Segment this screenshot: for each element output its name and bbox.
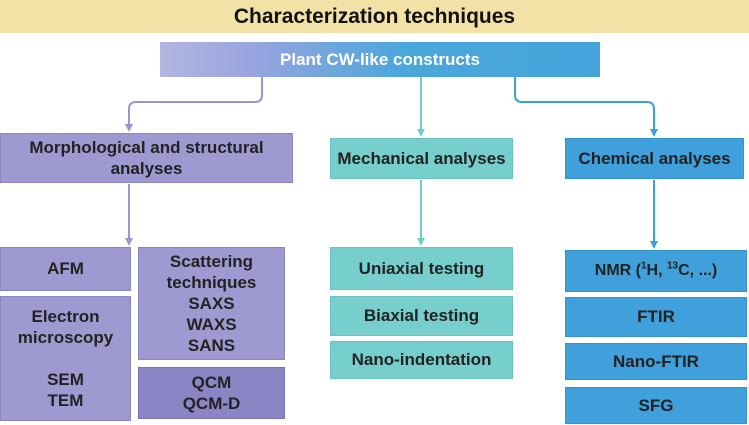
- scattering-sans: SANS: [187, 336, 236, 355]
- scattering-heading-line1: Scattering: [169, 252, 254, 271]
- technique-sfg: SFG: [565, 387, 747, 424]
- nano-indentation-label: Nano-indentation: [351, 350, 492, 369]
- em-heading-line1: Electron: [31, 307, 100, 326]
- technique-nmr: NMR (1H, 13C, ...): [565, 250, 747, 292]
- diagram-title: Characterization techniques: [0, 0, 749, 33]
- connector-root-to-morphological: [125, 77, 263, 132]
- em-sem: SEM: [47, 370, 84, 389]
- category-mechanical-label: Mechanical analyses: [337, 148, 506, 168]
- technique-qcm: QCM QCM-D: [138, 367, 285, 419]
- sfg-label: SFG: [638, 395, 674, 415]
- technique-afm-label: AFM: [47, 259, 84, 278]
- title-text: Characterization techniques: [233, 4, 516, 28]
- qcm-line2: QCM-D: [182, 394, 241, 413]
- category-morphological: Morphological and structural analyses: [0, 133, 293, 183]
- scattering-saxs: SAXS: [188, 294, 235, 313]
- biaxial-label: Biaxial testing: [363, 306, 480, 325]
- em-heading-line2: microscopy: [17, 328, 114, 347]
- qcm-line1: QCM: [191, 373, 232, 392]
- nmr-h-mass: 1: [640, 260, 647, 272]
- ftir-label: FTIR: [637, 307, 675, 326]
- technique-uniaxial-testing: Uniaxial testing: [330, 247, 513, 290]
- category-mechanical: Mechanical analyses: [330, 138, 513, 179]
- connector-root-to-chemical: [514, 77, 658, 137]
- nmr-c-element: C, ...): [678, 262, 718, 279]
- technique-afm: AFM: [0, 247, 131, 291]
- root-node: Plant CW-like constructs: [160, 42, 600, 77]
- nmr-prefix: NMR (: [594, 262, 641, 279]
- technique-ftir: FTIR: [565, 297, 747, 337]
- root-label: Plant CW-like constructs: [280, 49, 480, 69]
- nmr-h-element: H,: [646, 262, 667, 279]
- scattering-waxs: WAXS: [186, 315, 237, 334]
- nmr-c-mass: 13: [667, 260, 679, 272]
- category-chemical-label: Chemical analyses: [578, 148, 731, 168]
- em-tem: TEM: [47, 391, 84, 410]
- technique-scattering: Scattering techniques SAXS WAXS SANS: [138, 247, 285, 360]
- category-chemical: Chemical analyses: [565, 138, 744, 179]
- technique-nano-ftir: Nano-FTIR: [565, 343, 747, 380]
- technique-electron-microscopy: Electron microscopy SEM TEM: [0, 296, 131, 421]
- technique-biaxial-testing: Biaxial testing: [330, 296, 513, 336]
- nmr-label: NMR (1H, 13C, ...): [594, 260, 718, 280]
- category-morphological-label: Morphological and structural analyses: [29, 138, 264, 178]
- technique-nano-indentation: Nano-indentation: [330, 341, 513, 379]
- uniaxial-label: Uniaxial testing: [358, 258, 485, 278]
- nano-ftir-label: Nano-FTIR: [613, 351, 699, 371]
- scattering-heading-line2: techniques: [166, 273, 257, 292]
